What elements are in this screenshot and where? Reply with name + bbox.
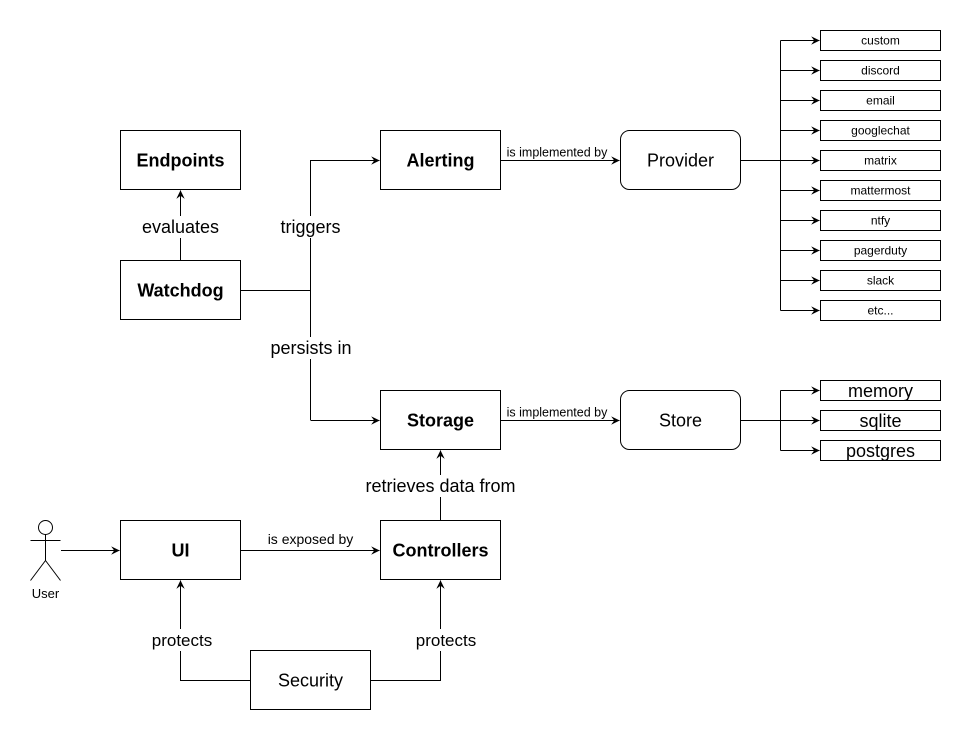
svg-text:Security: Security <box>278 671 343 691</box>
svg-text:Store: Store <box>659 411 702 431</box>
svg-text:googlechat: googlechat <box>851 124 910 138</box>
svg-text:memory: memory <box>848 381 913 401</box>
svg-text:is exposed by: is exposed by <box>268 531 354 547</box>
svg-text:custom: custom <box>861 34 900 48</box>
svg-text:retrieves data from: retrieves data from <box>365 476 515 496</box>
svg-text:Controllers: Controllers <box>392 541 488 561</box>
svg-text:persists in: persists in <box>270 338 351 358</box>
svg-text:etc...: etc... <box>867 304 893 318</box>
svg-text:pagerduty: pagerduty <box>854 244 907 258</box>
svg-text:ntfy: ntfy <box>871 214 890 228</box>
svg-text:matrix: matrix <box>864 154 897 168</box>
svg-text:Provider: Provider <box>647 151 714 171</box>
svg-text:Alerting: Alerting <box>406 151 474 171</box>
svg-text:Endpoints: Endpoints <box>137 151 225 171</box>
svg-text:protects: protects <box>152 631 212 650</box>
svg-text:User: User <box>32 586 60 601</box>
svg-text:Storage: Storage <box>407 411 474 431</box>
svg-text:mattermost: mattermost <box>850 184 911 198</box>
svg-text:UI: UI <box>172 541 190 561</box>
svg-text:is implemented by: is implemented by <box>507 406 608 420</box>
svg-text:postgres: postgres <box>846 441 915 461</box>
svg-text:evaluates: evaluates <box>142 217 219 237</box>
svg-text:email: email <box>866 94 895 108</box>
svg-text:sqlite: sqlite <box>859 411 901 431</box>
svg-text:protects: protects <box>416 631 476 650</box>
svg-text:Watchdog: Watchdog <box>137 281 223 301</box>
svg-text:triggers: triggers <box>280 217 340 237</box>
svg-text:discord: discord <box>861 64 900 78</box>
svg-text:slack: slack <box>867 274 895 288</box>
svg-text:is implemented by: is implemented by <box>507 146 608 160</box>
